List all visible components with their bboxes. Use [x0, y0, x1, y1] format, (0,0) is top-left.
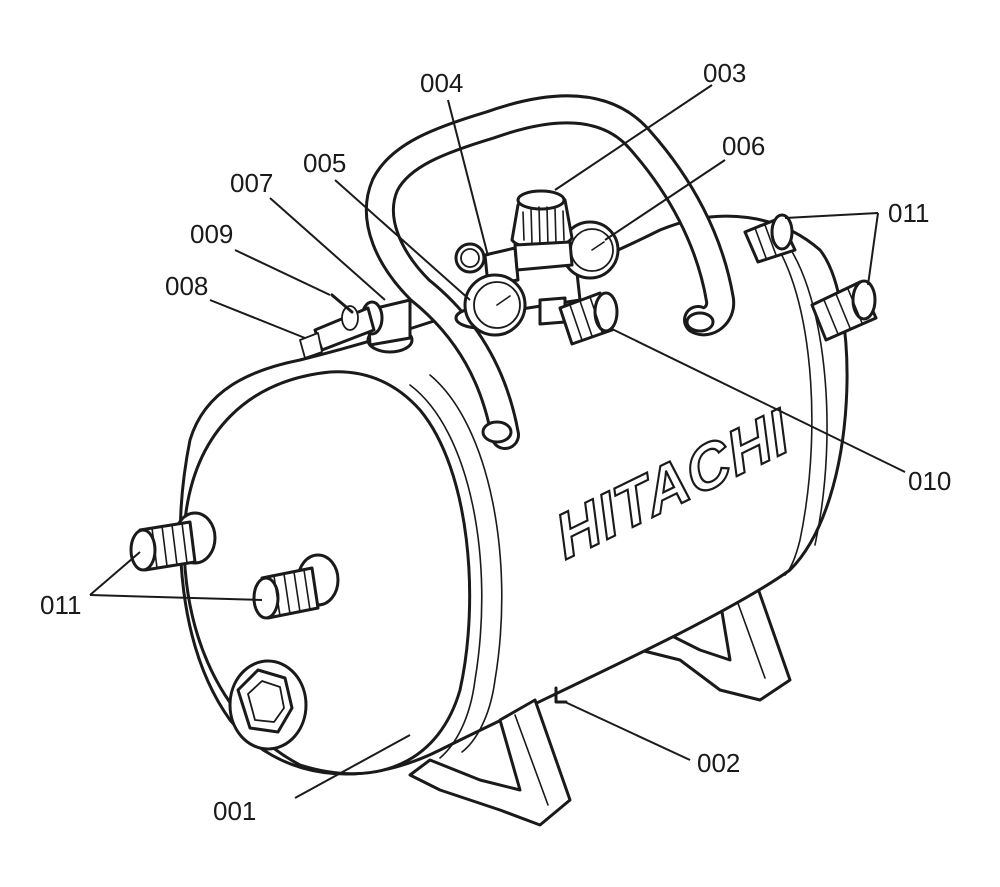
safety-valve [299, 293, 376, 359]
leader-003 [554, 84, 713, 191]
front-quick-coupler-upper [129, 511, 217, 572]
leader-005 [334, 179, 471, 301]
callout-009: 009 [190, 219, 233, 249]
outlet-elbow [360, 298, 414, 354]
carry-handle [364, 94, 736, 450]
callout-011-left: 011 [40, 590, 81, 620]
leader-001 [294, 734, 411, 799]
front-stand-foot [408, 698, 572, 827]
leader-011-right-b [867, 212, 879, 286]
callout-001: 001 [213, 796, 256, 826]
callout-003: 003 [703, 58, 746, 88]
callout-007: 007 [230, 168, 273, 198]
callout-005: 005 [303, 148, 346, 178]
leader-011-left-a [89, 551, 141, 596]
drain-plug [228, 659, 308, 751]
leader-lines [89, 84, 906, 799]
outlet-quick-coupler [558, 291, 619, 346]
leader-004 [447, 99, 489, 257]
drain-valve [554, 686, 568, 704]
callout-011-right: 011 [888, 198, 929, 228]
leader-011-left-b [89, 594, 263, 601]
front-quick-coupler-lower [252, 553, 340, 620]
leader-006 [604, 159, 726, 241]
pressure-gauge-small [454, 242, 486, 274]
callout-004: 004 [420, 68, 463, 98]
rear-stand-foot [638, 578, 792, 702]
leader-002 [564, 701, 691, 761]
pressure-gauge-outlet [560, 220, 620, 280]
rear-quick-coupler-lower [810, 279, 878, 342]
callout-002: 002 [697, 748, 740, 778]
callout-006: 006 [722, 131, 765, 161]
pressure-gauge-tank [454, 273, 527, 337]
regulator-knob [510, 189, 574, 272]
leader-011-right-a [784, 212, 879, 219]
rear-quick-coupler-upper [743, 213, 797, 264]
callout-010: 010 [908, 466, 951, 496]
leader-010 [609, 327, 906, 473]
leader-008 [209, 299, 306, 339]
callout-labels: 001 002 003 004 005 006 007 008 009 010 … [40, 58, 951, 826]
leader-007 [269, 197, 386, 301]
callout-008: 008 [165, 271, 208, 301]
leader-009 [234, 249, 331, 296]
